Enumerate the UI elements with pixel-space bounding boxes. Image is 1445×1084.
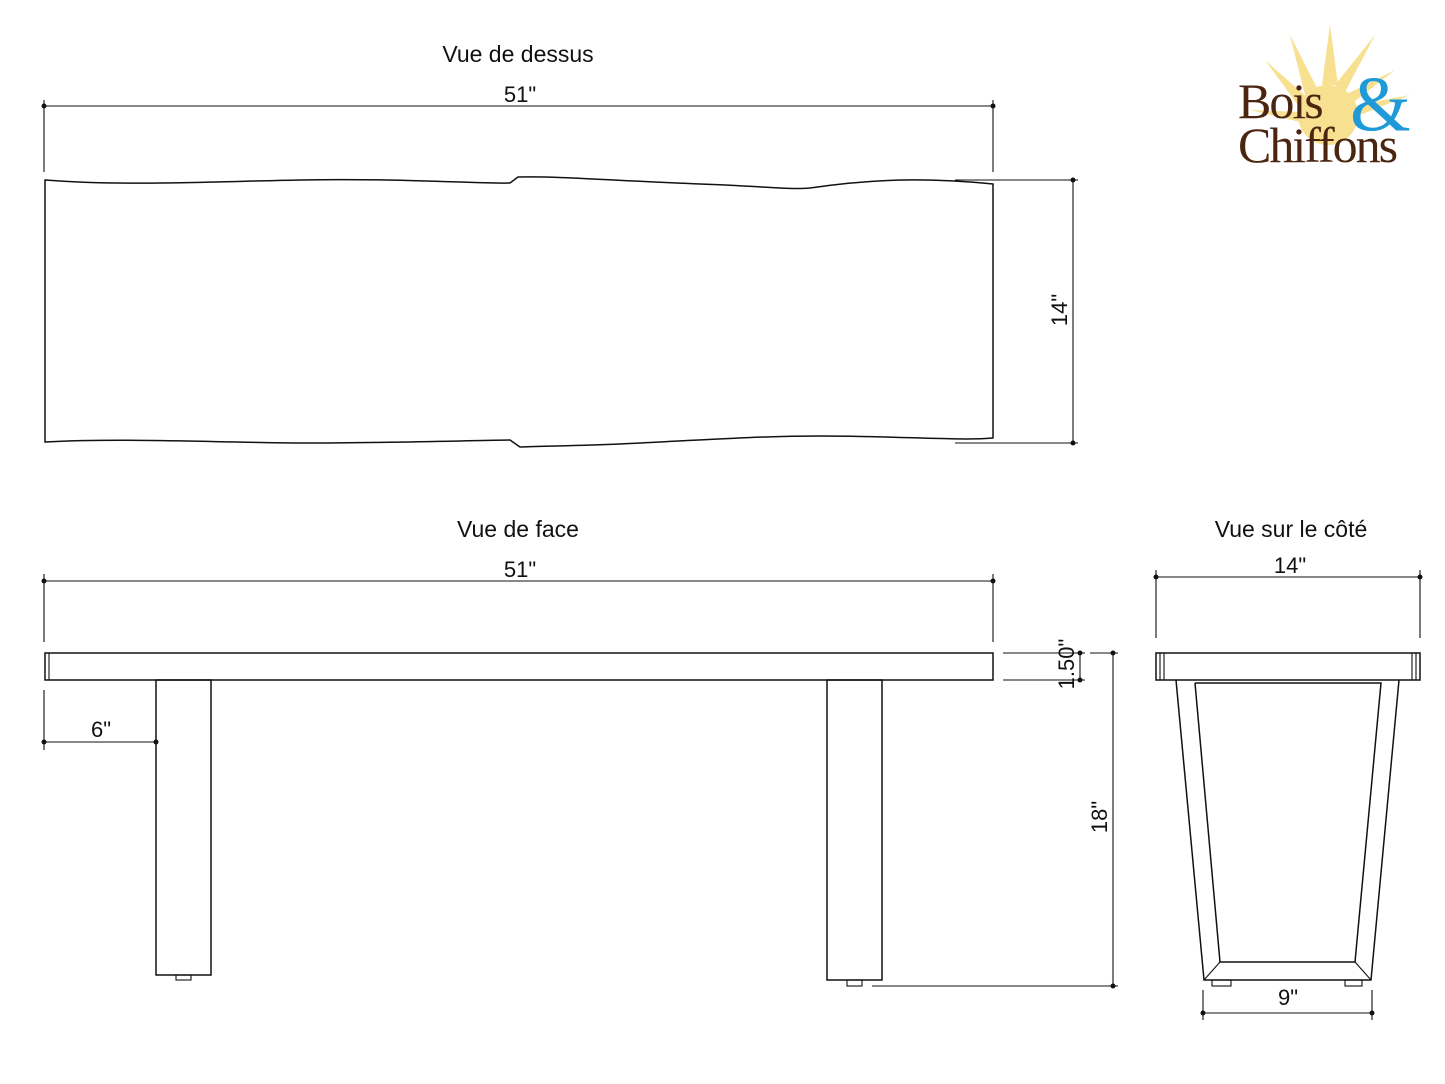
bench-top-front: [44, 652, 994, 681]
top-length-label: 51": [504, 82, 536, 107]
thickness-dimension: 1.50": [1003, 639, 1085, 690]
leg-offset-dimension: 6": [41, 690, 159, 750]
top-width-label: 14": [1047, 294, 1072, 326]
front-length-dimension: 51": [41, 557, 996, 642]
sun-icon: [1250, 25, 1410, 145]
height-dimension: 18": [872, 650, 1118, 989]
front-view: Vue de face 51" 6": [41, 516, 1118, 989]
logo-ampersand: &: [1350, 60, 1411, 147]
bench-top-side: [1155, 652, 1421, 681]
side-view: Vue sur le côté 14": [1153, 516, 1423, 1020]
base-width-dimension: 9": [1200, 985, 1375, 1020]
logo: Bois & Chiffons: [1238, 25, 1411, 173]
right-leg-front: [826, 679, 883, 987]
top-view: Vue de dessus 51" 14": [41, 41, 1078, 448]
thickness-label: 1.50": [1054, 639, 1079, 690]
side-width-dimension: 14": [1153, 553, 1423, 638]
left-leg-front: [155, 679, 212, 981]
height-label: 18": [1087, 801, 1112, 833]
side-width-label: 14": [1274, 553, 1306, 578]
logo-text-chiffons: Chiffons: [1238, 117, 1397, 173]
live-edge-board-top: [44, 176, 994, 448]
base-width-label: 9": [1278, 985, 1298, 1010]
top-length-dimension: 51": [41, 82, 996, 172]
front-length-label: 51": [504, 557, 536, 582]
top-view-title: Vue de dessus: [442, 41, 593, 67]
front-view-title: Vue de face: [457, 516, 579, 542]
leg-offset-label: 6": [91, 717, 111, 742]
side-view-title: Vue sur le côté: [1215, 516, 1368, 542]
logo-text-bois: Bois: [1238, 73, 1322, 129]
trapezoid-leg-side: [1175, 679, 1400, 987]
top-width-dimension: 14": [955, 177, 1078, 446]
